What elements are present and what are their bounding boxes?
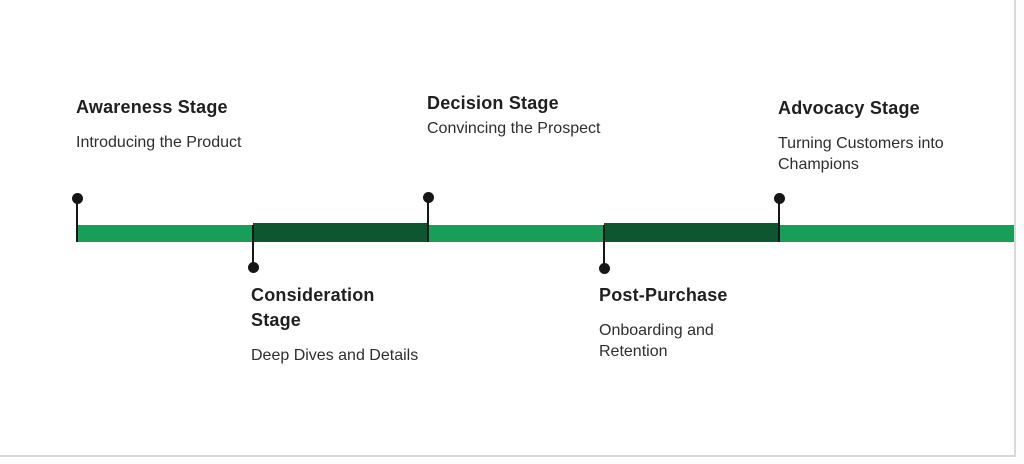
stage-subtitle: Deep Dives and Details (251, 347, 419, 364)
stage-block-advocacy: Advocacy Stage Turning Customers into Ch… (778, 96, 978, 175)
marker-dot-post-purchase (599, 263, 610, 274)
marker-dot-consideration (248, 262, 259, 273)
timeline-segment-5 (779, 225, 1014, 242)
stage-block-awareness: Awareness Stage Introducing the Product (76, 95, 306, 153)
diagram-sheet: Awareness Stage Introducing the Product … (0, 0, 1016, 457)
stage-block-consideration: Consideration Stage Deep Dives and Detai… (251, 283, 419, 366)
marker-stem-consideration (252, 225, 254, 267)
marker-dot-awareness (72, 193, 83, 204)
stage-block-decision: Decision Stage Convincing the Prospect (427, 91, 657, 139)
timeline-bar (77, 223, 1014, 242)
timeline-segment-1 (77, 225, 253, 242)
timeline-segment-3 (428, 225, 604, 242)
marker-dot-decision (423, 192, 434, 203)
stage-subtitle: Convincing the Prospect (427, 120, 601, 137)
timeline-segment-4 (604, 223, 779, 242)
stage-title: Post-Purchase (599, 285, 728, 305)
timeline-segment-2 (253, 223, 428, 242)
stage-subtitle: Onboarding and Retention (599, 322, 714, 360)
marker-dot-advocacy (774, 193, 785, 204)
stage-subtitle: Introducing the Product (76, 134, 242, 151)
stage-title: Advocacy Stage (778, 98, 920, 118)
stage-block-post-purchase: Post-Purchase Onboarding and Retention (599, 283, 749, 362)
marker-stem-advocacy (778, 198, 780, 242)
marker-stem-decision (427, 197, 429, 242)
stage-title: Consideration Stage (251, 285, 375, 330)
marker-stem-awareness (76, 198, 78, 242)
stage-title: Decision Stage (427, 93, 559, 113)
stage-title: Awareness Stage (76, 97, 228, 117)
marker-stem-post-purchase (603, 225, 605, 268)
stage-subtitle: Turning Customers into Champions (778, 135, 944, 173)
